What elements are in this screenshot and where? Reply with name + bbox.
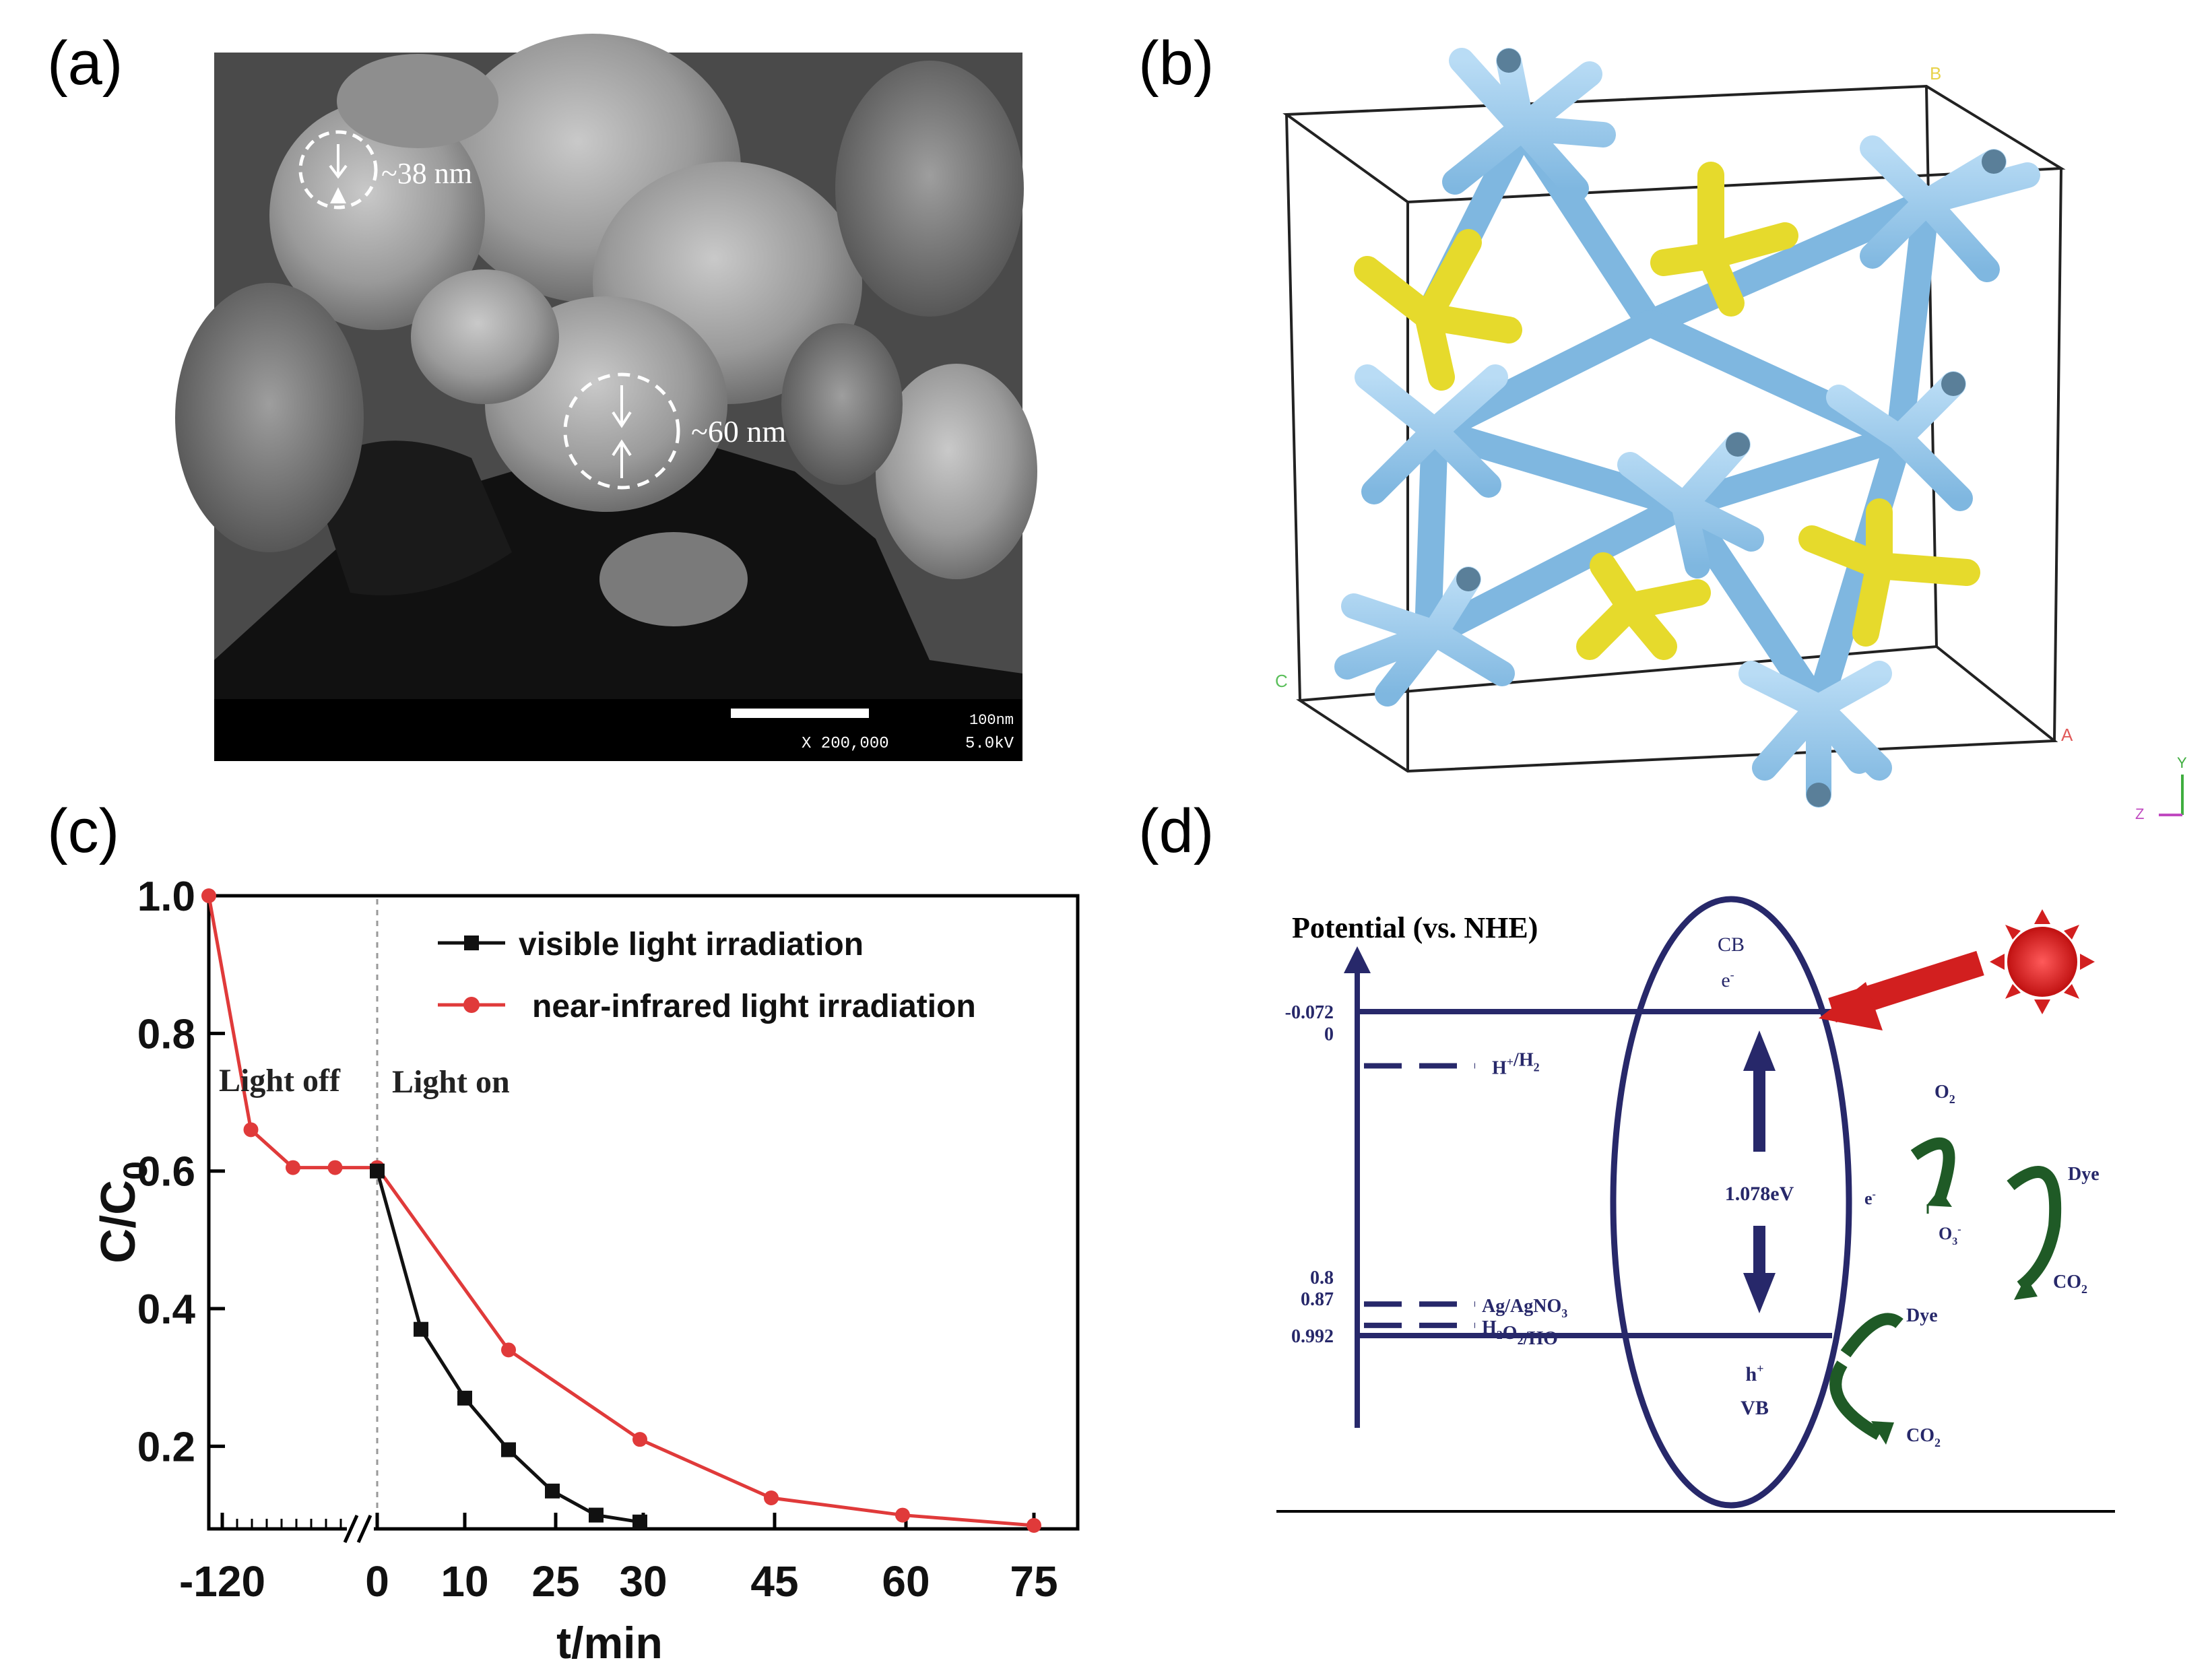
data-point [764,1490,779,1506]
data-point [632,1432,647,1447]
x-axis-label: t/min [556,1618,663,1668]
reaction-curves [1829,1137,2062,1440]
species-e-minus: e- [1864,1189,1876,1208]
unit-cell-box [1282,84,2066,773]
redox-level-label: Ag/AgNO3 [1482,1296,1567,1320]
potential-axis-title: Potential (vs. NHE) [1292,911,1538,944]
data-point [457,1390,472,1406]
species-o3: O3- [1939,1224,1961,1247]
data-point [201,888,216,903]
axis-triad: Y Z [2135,754,2187,822]
cb-label: CB [1718,933,1745,956]
region-label-light-on: Light on [392,1064,510,1100]
semiconductor-ellipse [1610,896,1852,1509]
x-tick-label: 30 [619,1557,667,1606]
level-value: 0 [1324,1024,1334,1045]
species-co2-1: CO2 [2053,1272,2087,1296]
svg-text:C/C0: C/C0 [92,1161,154,1264]
legend-marker-visible [464,936,479,950]
data-point [632,1514,647,1530]
crystal-structure: B A C [1275,48,2187,822]
x-ticks: -120 0 10 25 30 45 60 75 [179,1513,1058,1606]
y-ticks: 1.0 0.8 0.6 0.4 0.2 [137,874,225,1470]
y-tick-label: 0.4 [137,1286,196,1333]
data-point [286,1160,300,1175]
x-tick-label: 0 [365,1557,389,1606]
data-point [895,1507,910,1523]
light-arrow [1819,950,1984,1030]
x-tick-label: 60 [882,1557,930,1606]
species-co2-2: CO2 [1906,1425,1941,1449]
particle-circle-38nm [298,130,378,209]
axis-label-b: B [1930,63,1941,84]
scale-bar [731,709,869,718]
data-point [589,1507,604,1523]
triad-y: Y [2177,754,2187,771]
annotation-60nm: ~60 nm [691,414,786,449]
panel-label-a: (a) [47,29,123,98]
data-point [501,1342,516,1358]
voltage-label: 5.0kV [965,735,1014,753]
chart-c: -120 0 10 25 30 45 60 75 1.0 0.8 0.6 0.4 0.2 Light … [92,874,1080,1668]
legend-label-visible: visible light irradiation [519,927,864,962]
redox-level-label: H+/H2 [1492,1050,1540,1079]
y-axis-label-sub: 0 [117,1161,154,1180]
data-point [1027,1517,1041,1533]
triad-z: Z [2135,806,2144,822]
vb-hole: h+ [1746,1362,1764,1385]
series-lines [201,888,1041,1533]
data-point [414,1321,428,1337]
data-point [243,1122,259,1138]
x-tick-label: 10 [441,1557,488,1606]
vb-label: VB [1741,1397,1769,1419]
scale-bar-label: 100nm [969,712,1014,729]
data-point [327,1160,343,1175]
panel-label-c: (c) [47,797,120,865]
x-tick-label: 45 [750,1557,798,1606]
level-value: -0.072 [1285,1002,1334,1023]
series-line-1 [207,895,1035,1528]
level-value: 0.8 [1310,1268,1334,1288]
annotation-38nm: ~38 nm [381,157,472,190]
y-tick-label: 0.6 [137,1149,195,1195]
sem-image: 100nm X 200,000 5.0kV ~38 nm ~60 nm [175,34,1037,761]
minor-ticks [221,1519,342,1529]
species-dye-1: Dye [2068,1164,2100,1185]
sun-icon [1990,909,2095,1014]
data-point [370,1163,385,1179]
y-axis-label: C/C0 [92,1161,154,1264]
axis-break-marker [343,1514,374,1544]
panel-label-b: (b) [1138,29,1214,98]
x-tick-label: 75 [1010,1557,1058,1606]
legend-label-nir: near-infrared light irradiation [532,989,976,1024]
level-value: 0.87 [1301,1289,1334,1310]
chart-legend: visible light irradiation near-infrared … [438,927,976,1024]
y-tick-label: 0.2 [137,1424,195,1470]
magnification-label: X 200,000 [802,735,889,753]
x-tick-label: 25 [531,1557,579,1606]
panel-label-d: (d) [1138,797,1214,865]
data-point [501,1442,516,1457]
bandgap-label: 1.078eV [1725,1183,1794,1205]
particle-circle-60nm [563,372,680,490]
x-tick-label: -120 [179,1557,265,1606]
y-axis-label-main: C/C [92,1180,145,1264]
y-tick-label: 1.0 [137,874,195,920]
legend-marker-nir [463,997,480,1013]
axis-label-a: A [2061,725,2073,745]
level-value: 0.992 [1291,1326,1334,1347]
species-dye-2: Dye [1906,1305,1938,1326]
region-label-light-off: Light off [219,1063,341,1098]
bandgap-arrow [1743,1030,1776,1313]
data-point [545,1483,560,1499]
y-tick-label: 0.8 [137,1011,195,1057]
axis-label-c: C [1275,671,1288,691]
cb-electron: e- [1721,968,1734,991]
species-o2: O2 [1934,1082,1955,1106]
